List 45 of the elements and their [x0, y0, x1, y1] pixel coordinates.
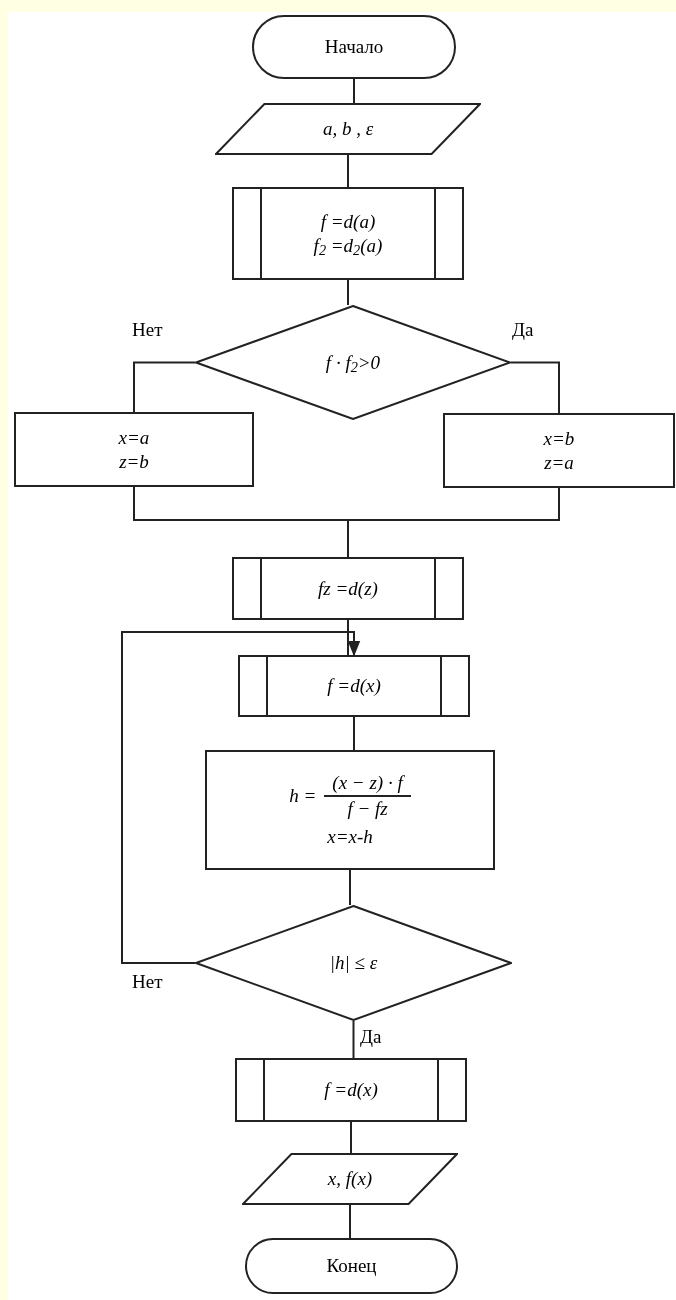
fraction-numerator: (x − z) · f: [324, 771, 411, 798]
connector-line: [347, 279, 349, 306]
subroutine-box: [232, 557, 464, 620]
decision-diamond: [195, 305, 511, 420]
terminal-label: Конец: [326, 1253, 377, 1278]
formula-text: x=a: [118, 425, 150, 450]
subroutine-box: [232, 187, 464, 280]
connector-line: [353, 716, 355, 751]
connector-line: [353, 78, 355, 104]
formula-text: h =: [289, 784, 317, 808]
input-output-parallelogram: [215, 103, 481, 155]
formula-text: z=b: [119, 449, 149, 474]
subroutine-box: [238, 655, 470, 717]
connector-line: [347, 619, 349, 656]
connector-line: [350, 1121, 352, 1154]
formula-text: |h| ≤ ε: [329, 951, 378, 975]
connector-line: [133, 361, 196, 413]
connector-line: [349, 1204, 351, 1239]
subroutine-box: [235, 1058, 467, 1122]
formula-text: f$_{2}$ =d$_{2}$(a): [313, 233, 383, 258]
decision-diamond: [195, 905, 512, 1021]
formula-text: fz =d(z): [318, 576, 378, 601]
terminal-label: Начало: [324, 34, 384, 59]
connector-line: [121, 631, 361, 964]
formula-text: f · f$_{2}$>0: [325, 350, 381, 375]
formula-text: x, f(x): [327, 1167, 373, 1191]
process-box: [14, 412, 254, 487]
formula-text: f =d(x): [327, 674, 381, 698]
fraction-denominator: f − fz: [347, 797, 388, 821]
formula-text: f =d(a): [320, 209, 376, 234]
formula-text: x=b: [543, 426, 575, 451]
connector-line: [347, 487, 560, 558]
formula-text: f =d(x): [324, 1078, 378, 1102]
formula-text: x=x-h: [327, 824, 373, 849]
input-output-parallelogram: [242, 1153, 458, 1205]
connector-line: [347, 154, 349, 188]
terminal-shape: [245, 1238, 458, 1294]
connector-line: [510, 361, 560, 414]
formula-text: z=a: [544, 450, 574, 475]
process-box: [443, 413, 675, 488]
terminal-shape: [252, 15, 456, 79]
connector-line: [352, 1020, 355, 1059]
process-box: [205, 750, 495, 870]
connector-line: [349, 869, 351, 906]
formula-text: a, b , ε: [322, 117, 374, 141]
